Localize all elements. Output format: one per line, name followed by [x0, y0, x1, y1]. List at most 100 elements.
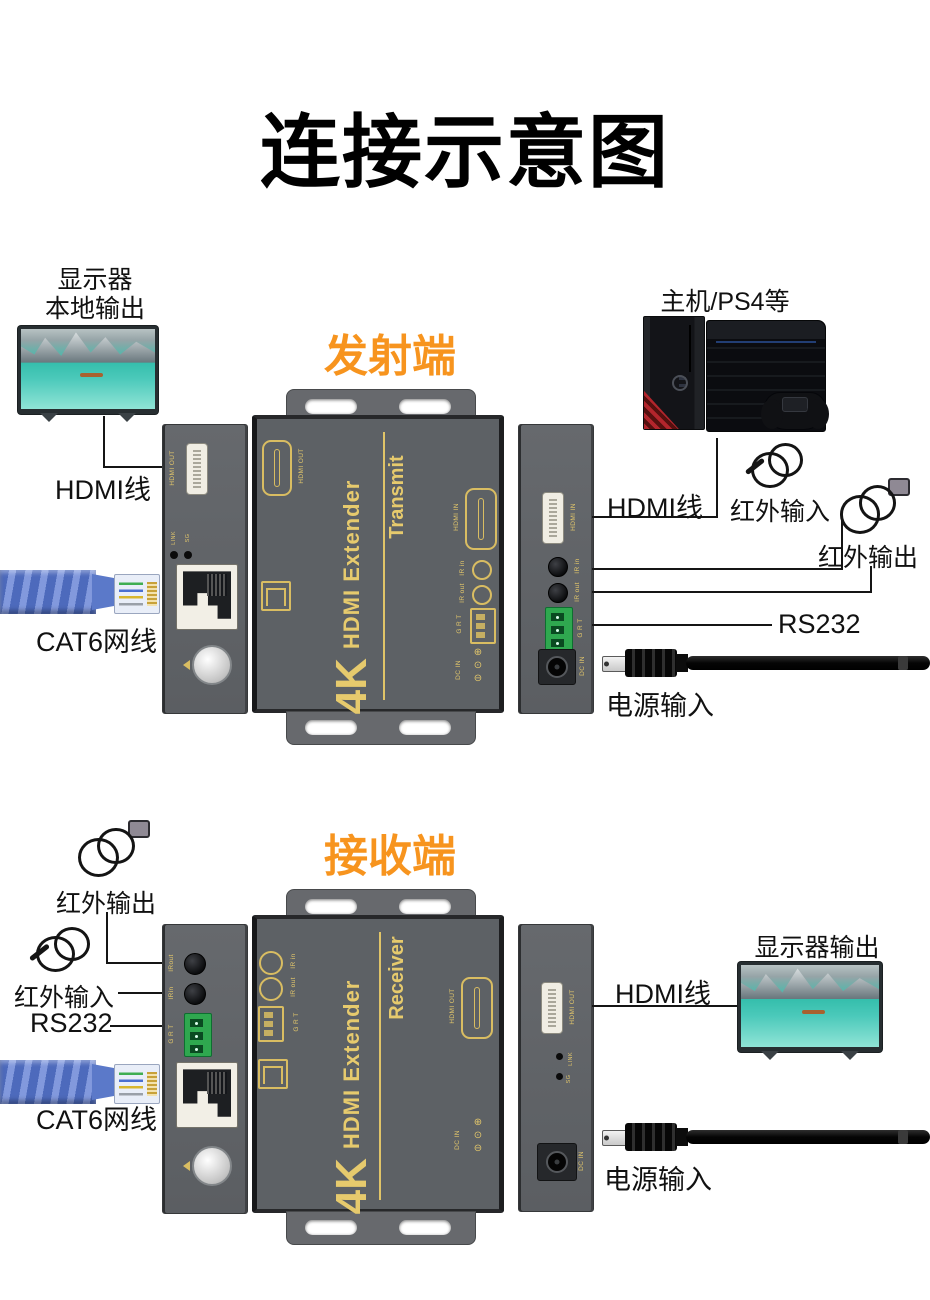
hdmi-out-face-icon — [262, 440, 292, 496]
dc-in-jack — [538, 649, 576, 685]
tx-hdmi-line-v — [716, 438, 718, 518]
tx-local-hdmi-line-v — [103, 416, 105, 468]
device-size-label: 4K — [327, 658, 376, 715]
dc-minus-glyph: ⊖ — [473, 673, 483, 684]
tx-rs232-label: RS232 — [778, 609, 861, 639]
page-title: 连接示意图 — [260, 108, 670, 197]
tv-screen — [21, 329, 155, 409]
rx-section-heading: 接收端 — [324, 832, 456, 881]
rx-bottom-flange — [286, 1211, 476, 1245]
tx-device-body — [252, 415, 504, 713]
rx-face-hdmi-out-label: HDMI OUT — [449, 988, 456, 1024]
rs232-terminal-block — [184, 1013, 212, 1057]
hdmi-in-face-icon — [465, 488, 497, 550]
power-cable-image — [602, 646, 930, 680]
tx-face-dc-in-label: DC IN — [455, 660, 462, 680]
dc-plus-glyph: ⊕ — [473, 1117, 483, 1128]
game-controller-image — [761, 392, 829, 430]
rx-face-dc-in-label: DC IN — [454, 1130, 461, 1150]
hdmi-out-port — [186, 443, 208, 495]
link-led — [556, 1053, 563, 1060]
tx-hdmi-cable-left-label: HDMI线 — [55, 475, 151, 505]
ir-out-face-icon — [259, 977, 283, 1001]
controller-touchpad — [782, 397, 808, 412]
tx-rs232-line — [592, 624, 772, 626]
rj45-port — [176, 1062, 238, 1128]
ir-output-cable-image — [832, 478, 910, 540]
rx-power-cable-image — [602, 1120, 930, 1154]
rx-ir-input-cable-image — [28, 920, 104, 978]
tx-local-monitor-label: 显示器 本地输出 — [15, 266, 175, 324]
optical-drive-slit — [688, 324, 691, 372]
tx-panel-hdmi-out-label: HDMI OUT — [169, 450, 176, 486]
hdmi-out-port — [541, 982, 563, 1034]
rx-ir-out-line-v — [106, 912, 108, 964]
ir-in-face-icon — [472, 560, 492, 580]
ir-out-jack — [184, 953, 206, 975]
hdmi-out-face-icon — [461, 977, 493, 1039]
dc-cable — [686, 656, 930, 670]
tx-monitor-label-line1: 显示器 — [57, 266, 133, 294]
rs232-terminal-face-icon — [470, 608, 496, 644]
tx-local-monitor-image — [18, 326, 158, 422]
dc-center-glyph: ⊙ — [473, 660, 483, 671]
tx-ir-out-label: 红外输出 — [818, 544, 919, 572]
rx-ir-output-cable-image — [70, 820, 150, 884]
mount-slot — [305, 399, 357, 414]
rj45-port — [176, 564, 238, 630]
rx-ir-out-line-h — [106, 962, 164, 964]
tx-hdmi-line-h — [592, 516, 718, 518]
usb-ports — [679, 377, 686, 381]
rx-face-divider — [379, 932, 381, 1200]
rx-device-name: 4K HDMI Extender — [327, 980, 376, 1215]
rx-rs232-line — [110, 1025, 164, 1027]
tx-face-divider — [383, 432, 385, 700]
rs232-terminal-block — [545, 607, 573, 651]
rx-hdmi-line — [592, 1005, 738, 1007]
mount-slot — [399, 399, 451, 414]
dc-cable — [686, 1130, 930, 1144]
link-led — [170, 551, 178, 559]
rx-cat6-label: CAT6网线 — [36, 1105, 158, 1135]
ir-emitter-head — [888, 478, 910, 496]
reset-button — [192, 645, 232, 685]
rx-monitor-label: 显示器输出 — [754, 934, 880, 962]
device-name-label: HDMI Extender — [339, 979, 364, 1150]
rx-panel-dc-in-label: DC IN — [578, 1151, 585, 1171]
mount-slot — [399, 1220, 451, 1235]
dc-in-jack — [537, 1143, 577, 1181]
sg-led — [556, 1073, 563, 1080]
ir-in-jack — [184, 983, 206, 1005]
rx-right-panel — [518, 924, 594, 1212]
rx-role-label: Receiver — [386, 936, 408, 1020]
tx-face-hdmi-out-label: HDMI OUT — [298, 448, 305, 484]
tx-power-label: 电源输入 — [606, 691, 714, 721]
tx-ir-in-line-v — [841, 520, 843, 570]
rx-led-sg-label: SG — [566, 1074, 572, 1084]
rx-device-body — [252, 915, 504, 1213]
cat6-cable-image — [0, 570, 96, 614]
ir-cable-plug — [744, 457, 765, 476]
ir-out-face-icon — [472, 585, 492, 605]
pc-tower-image — [643, 316, 705, 430]
tx-role-label: Transmit — [386, 455, 408, 539]
ir-in-jack — [548, 557, 568, 577]
dc-plug-neck — [676, 654, 688, 672]
ir-input-cable-image — [744, 436, 816, 494]
ir-in-face-icon — [259, 951, 283, 975]
tx-bottom-flange — [286, 711, 476, 745]
tx-source-label: 主机/PS4等 — [660, 288, 790, 316]
sg-led — [184, 551, 192, 559]
mount-slot — [305, 1220, 357, 1235]
mount-slot — [399, 720, 451, 735]
ir-out-jack — [548, 583, 568, 603]
dc-plus-glyph: ⊕ — [473, 647, 483, 658]
tx-cat6-label: CAT6网线 — [36, 627, 158, 657]
dc-polarity-icon: ⊕ ⊙ ⊖ — [470, 648, 486, 684]
mount-slot — [305, 720, 357, 735]
dc-plug-body — [625, 1123, 677, 1151]
device-name-label: HDMI Extender — [339, 479, 364, 650]
rx-ir-in-line — [118, 992, 164, 994]
tx-device-name: 4K HDMI Extender — [327, 480, 376, 715]
